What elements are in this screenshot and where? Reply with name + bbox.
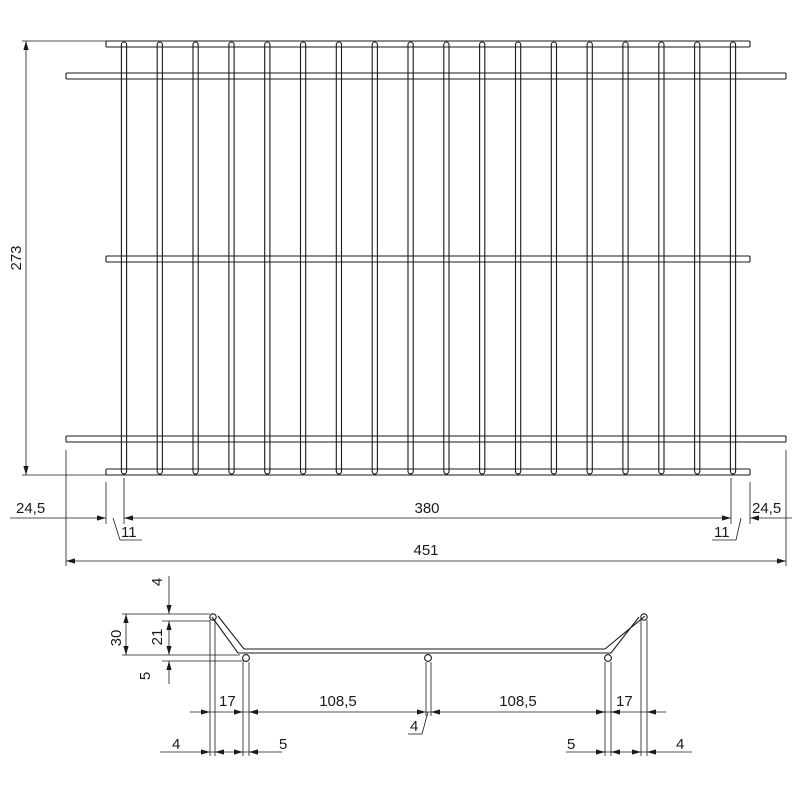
upper-support-bar bbox=[65, 72, 787, 80]
grate-profile-view bbox=[209, 613, 648, 662]
center-wire-label: 4 bbox=[410, 718, 418, 735]
left-end-gap-label: 11 bbox=[121, 524, 137, 541]
height-dimension: 273 bbox=[8, 40, 110, 476]
vertical-rod bbox=[228, 41, 235, 475]
right-span-label: 108,5 bbox=[499, 693, 537, 710]
profile-horizontal-dimensions: 17 108,5 108,5 17 4 4 5 5 4 bbox=[160, 620, 692, 756]
vertical-rod bbox=[156, 41, 163, 475]
profile-top-gap-label: 4 bbox=[149, 578, 166, 586]
center-bottom-wire bbox=[424, 654, 432, 662]
right-flare-label: 17 bbox=[616, 693, 633, 710]
vertical-rod bbox=[622, 41, 629, 475]
vertical-rod bbox=[586, 41, 593, 475]
vertical-rod bbox=[335, 41, 343, 475]
profile-height-label: 30 bbox=[108, 630, 125, 647]
vertical-rods bbox=[120, 41, 737, 475]
profile-inner-height-label: 21 bbox=[149, 629, 166, 646]
right-wire-offset-label: 5 bbox=[567, 736, 575, 753]
left-bottom-wire bbox=[242, 654, 250, 662]
right-offset-label: 24,5 bbox=[752, 500, 781, 517]
middle-cross-bar bbox=[105, 255, 751, 263]
vertical-rod bbox=[514, 41, 522, 475]
left-flare-label: 17 bbox=[219, 693, 236, 710]
vertical-rod bbox=[479, 41, 486, 475]
height-label: 273 bbox=[8, 245, 25, 270]
vertical-rod bbox=[192, 41, 199, 475]
vertical-rod bbox=[264, 41, 271, 475]
vertical-rod bbox=[371, 41, 378, 475]
vertical-rod bbox=[120, 41, 128, 475]
vertical-rod bbox=[299, 41, 307, 475]
top-cross-bar bbox=[105, 40, 751, 48]
left-wire-dia-label: 4 bbox=[172, 736, 180, 753]
right-top-wire bbox=[640, 613, 648, 621]
left-wire-offset-label: 5 bbox=[279, 736, 287, 753]
right-wire-dia-label: 4 bbox=[676, 736, 684, 753]
vertical-rod bbox=[443, 41, 450, 475]
vertical-rod bbox=[729, 41, 737, 475]
grate-plan-view bbox=[65, 40, 787, 476]
vertical-rod bbox=[694, 41, 701, 475]
vertical-rod bbox=[407, 41, 414, 475]
left-span-label: 108,5 bbox=[319, 693, 357, 710]
profile-bottom-gap-label: 5 bbox=[137, 672, 154, 680]
inner-span-label: 380 bbox=[414, 500, 439, 517]
profile-vertical-dimensions: 4 30 21 5 bbox=[108, 576, 244, 684]
total-width-dimension: 451 bbox=[66, 542, 786, 564]
total-width-label: 451 bbox=[413, 542, 438, 559]
vertical-rod bbox=[550, 41, 558, 475]
lower-support-bar bbox=[65, 435, 787, 443]
left-top-wire bbox=[209, 613, 217, 621]
bottom-cross-bar bbox=[105, 468, 751, 476]
plan-extension-lines bbox=[65, 450, 787, 566]
vertical-rod bbox=[658, 41, 665, 475]
right-end-gap-label: 11 bbox=[714, 524, 730, 541]
left-offset-label: 24,5 bbox=[16, 500, 45, 517]
width-dimension-row: 24,5 380 24,5 11 11 bbox=[10, 500, 792, 541]
right-bottom-wire bbox=[604, 654, 612, 662]
